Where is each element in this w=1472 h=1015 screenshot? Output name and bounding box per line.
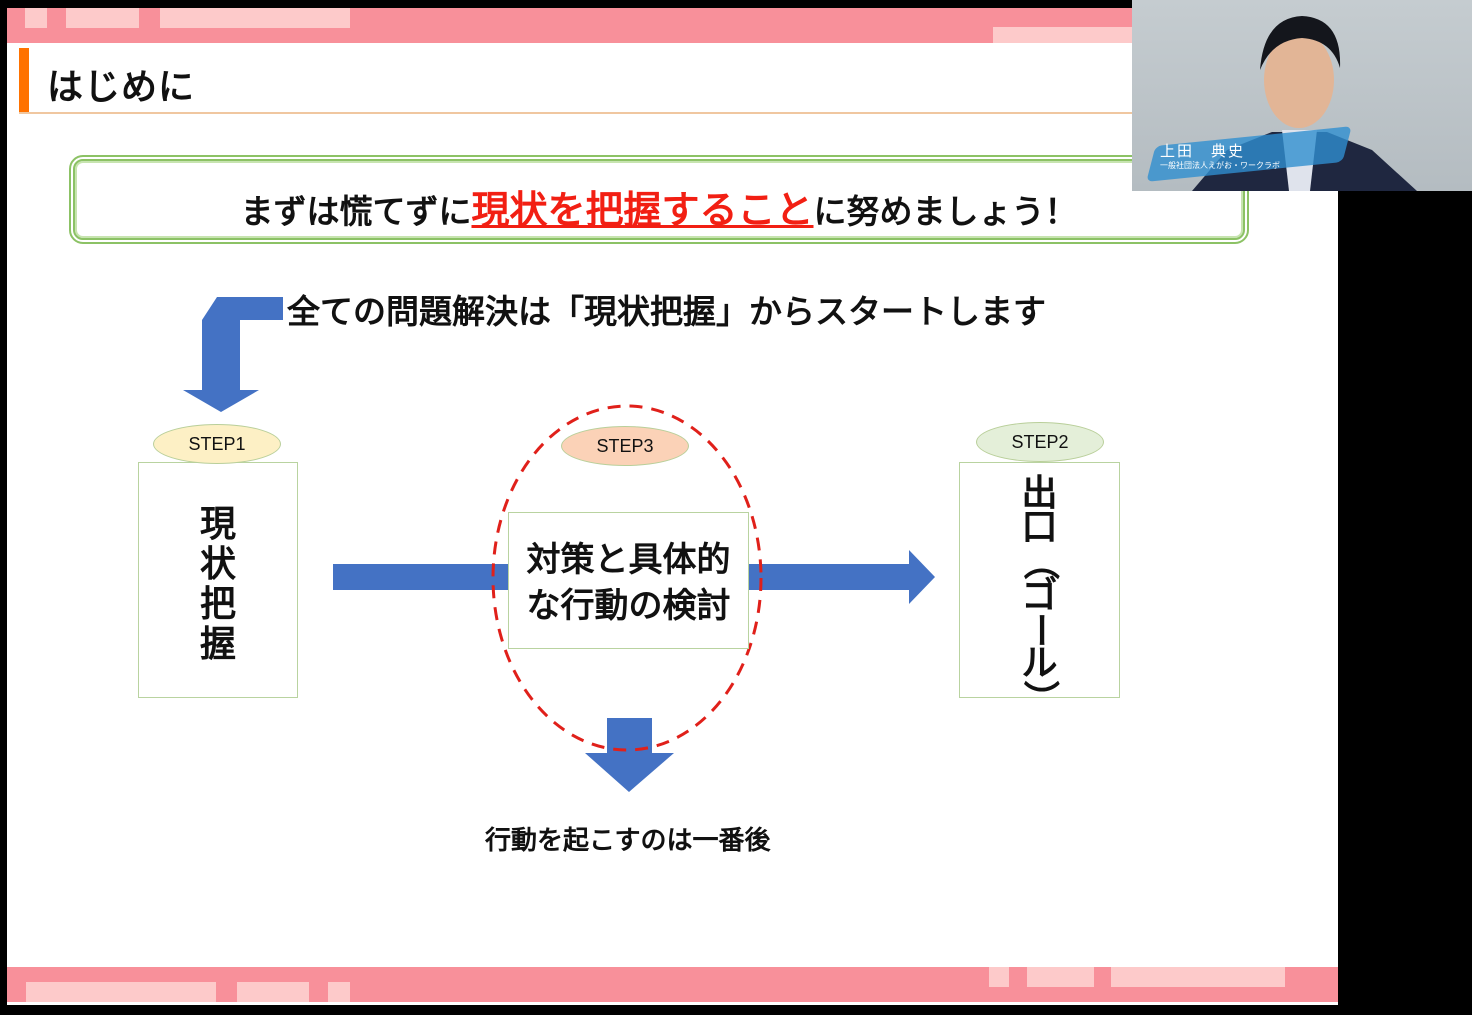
step2-text: 出 口 （ ゴ ー ル ）	[960, 473, 1119, 717]
subheading: 全ての問題解決は「現状把握」からスタートします	[287, 292, 1046, 331]
step2-char: ゴ	[1021, 575, 1058, 616]
step3-label: STEP3	[561, 426, 689, 466]
presenter-organization: 一般社団法人えがお・ワークラボ	[1160, 161, 1280, 170]
step1-label: STEP1	[153, 424, 281, 464]
step2-char: ル	[1021, 643, 1058, 684]
step2-char: ）	[1019, 679, 1061, 716]
right-arrow-shaft-left	[333, 564, 515, 590]
title-accent-bar	[19, 48, 29, 113]
headline-emphasis: 現状を把握すること	[471, 188, 814, 232]
webcam-video-overlay[interactable]: 上田 典史 一般社団法人えがお・ワークラボ	[1132, 0, 1472, 191]
step1-char: 現	[199, 504, 236, 545]
bottom-note: 行動を起こすのは一番後	[485, 826, 771, 856]
step3-line1: 対策と具体的	[526, 540, 731, 580]
right-arrow-icon	[747, 550, 935, 604]
headline-suffix: に努めましょう！	[813, 192, 1078, 231]
step2-char: 出	[1021, 473, 1058, 514]
step1-char: 状	[199, 544, 236, 585]
step3-text: 対策と具体的 な行動の検討	[509, 537, 748, 629]
step1-char: 握	[199, 624, 236, 665]
step2-char: 口	[1021, 507, 1058, 548]
slide-title: はじめに	[47, 67, 196, 108]
headline-prefix: まずは慌てずに	[240, 192, 472, 231]
step1-char: 把	[199, 584, 236, 625]
diagram-arrows	[183, 297, 935, 792]
step1-text: 現 状 把 握	[139, 505, 297, 665]
title-divider	[19, 112, 1338, 114]
bent-down-arrow-icon	[183, 297, 283, 412]
step1-box: 現 状 把 握	[138, 462, 298, 698]
bottom-decorative-band	[7, 967, 1338, 1002]
dashed-highlight-circle	[491, 404, 763, 752]
presenter-name: 上田 典史	[1160, 142, 1246, 160]
headline-box: まずは慌てずに現状を把握することに努めましょう！	[69, 155, 1249, 244]
presentation-slide: はじめに まずは慌てずに現状を把握することに努めましょう！ 全ての問題解決は「現…	[7, 8, 1338, 1005]
step2-label: STEP2	[976, 422, 1104, 462]
step3-line2: な行動の検討	[526, 586, 731, 626]
step2-box: 出 口 （ ゴ ー ル ）	[959, 462, 1120, 716]
headline: まずは慌てずに現状を把握することに努めましょう！	[75, 179, 1243, 234]
step3-box: 対策と具体的 な行動の検討	[508, 512, 749, 649]
down-arrow-icon	[585, 718, 674, 792]
